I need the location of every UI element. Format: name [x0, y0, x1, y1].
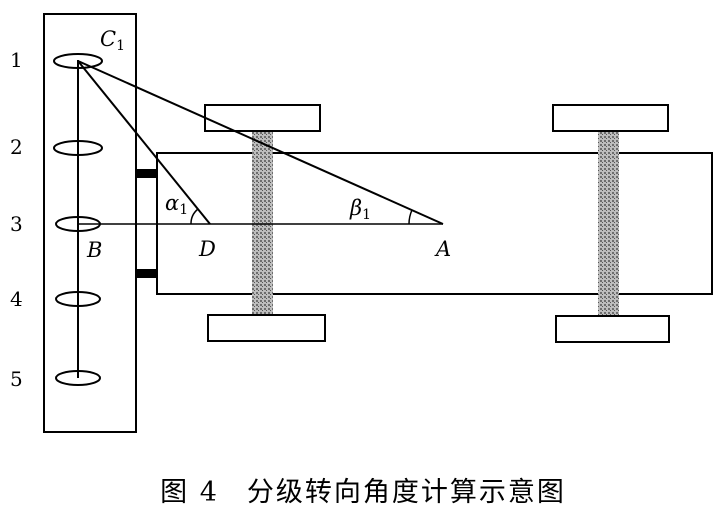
angle-arc-alpha: [190, 208, 199, 225]
line-C1-D: [77, 60, 211, 225]
row-label-4: 4: [10, 287, 23, 311]
label-alpha1: α1: [165, 191, 188, 218]
figure-number: 图 4: [160, 477, 219, 508]
connector-bottom: [136, 269, 158, 278]
row-label-2: 2: [10, 135, 23, 159]
label-C1: C1: [100, 27, 125, 54]
steering-diagram: 1 2 3 4 5 C1 B D A α1 β1: [10, 13, 713, 433]
position-ellipse-4: [55, 291, 101, 307]
row-label-1: 1: [10, 48, 23, 72]
control-panel: [43, 13, 137, 433]
position-ellipse-5: [55, 370, 101, 386]
label-A: A: [434, 237, 451, 261]
line-C1-A: [77, 60, 444, 225]
position-ellipse-2: [53, 140, 103, 156]
figure-title: 分级转向角度计算示意图: [246, 477, 566, 508]
rear-left-wheel: [552, 104, 669, 132]
label-B: B: [86, 238, 102, 262]
front-axle: [252, 127, 273, 317]
figure-caption: 图 4 分级转向角度计算示意图: [0, 470, 726, 510]
rear-axle: [598, 127, 619, 322]
front-left-wheel: [204, 104, 321, 132]
label-beta1: β1: [349, 196, 371, 223]
label-D: D: [198, 237, 216, 261]
row-label-5: 5: [10, 367, 23, 391]
angle-arc-beta: [408, 209, 413, 225]
row-label-3: 3: [10, 212, 23, 236]
front-right-wheel: [207, 314, 326, 342]
connector-top: [136, 169, 158, 178]
position-ellipse-1: [53, 53, 103, 69]
rear-right-wheel: [555, 315, 670, 343]
